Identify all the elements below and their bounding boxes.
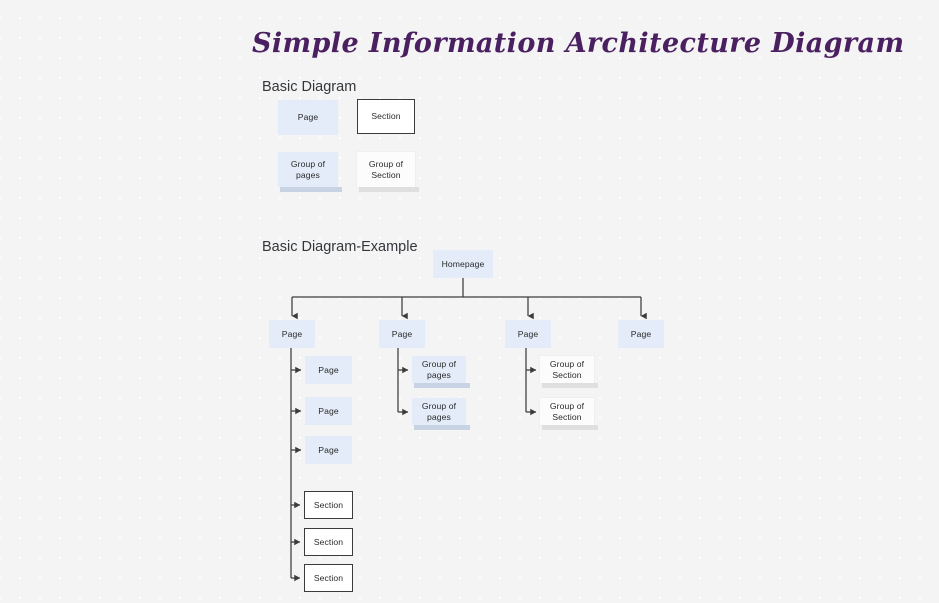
- node-column1-section-1[interactable]: Section: [304, 491, 353, 519]
- node-column1-page-3[interactable]: Page: [305, 436, 352, 464]
- node-column1-page-1[interactable]: Page: [305, 356, 352, 384]
- legend-node-group-of-section[interactable]: Group of Section: [357, 152, 419, 192]
- node-column1-section-3-label: Section: [313, 572, 344, 583]
- node-column2-group-of-pages-2-label: Group of pages: [421, 400, 457, 422]
- node-column1-page-1-label: Page: [318, 364, 339, 375]
- node-column1-page-2-label: Page: [318, 405, 339, 416]
- node-level1-page-3[interactable]: Page: [505, 320, 551, 348]
- legend-node-group-of-pages-label: Group of pages: [290, 158, 326, 180]
- legend-node-section-label: Section: [371, 111, 401, 121]
- node-column1-section-2[interactable]: Section: [304, 528, 353, 556]
- page-title: Simple Information Architecture Diagram: [252, 28, 905, 59]
- node-level1-page-4[interactable]: Page: [618, 320, 664, 348]
- node-column3-group-of-section-1[interactable]: Group of Section: [540, 356, 598, 388]
- node-column1-section-1-label: Section: [313, 499, 344, 510]
- legend-node-section[interactable]: Section: [357, 99, 415, 134]
- node-level1-page-3-label: Page: [517, 328, 539, 339]
- node-column1-page-2[interactable]: Page: [305, 397, 352, 425]
- legend-node-group-of-pages[interactable]: Group of pages: [278, 152, 342, 192]
- legend-node-group-of-section-label: Group of Section: [368, 158, 404, 180]
- node-level1-page-1-label: Page: [281, 328, 303, 339]
- node-column3-group-of-section-2-label: Group of Section: [549, 400, 585, 422]
- legend-node-page[interactable]: Page: [278, 100, 338, 135]
- node-column1-section-3[interactable]: Section: [304, 564, 353, 592]
- node-column1-section-2-label: Section: [313, 536, 344, 547]
- node-column3-group-of-section-2[interactable]: Group of Section: [540, 398, 598, 430]
- section-heading-basic-diagram-example: Basic Diagram-Example: [262, 239, 418, 255]
- node-level1-page-2[interactable]: Page: [379, 320, 425, 348]
- node-column2-group-of-pages-1[interactable]: Group of pages: [412, 356, 470, 388]
- node-level1-page-1[interactable]: Page: [269, 320, 315, 348]
- node-column3-group-of-section-1-label: Group of Section: [549, 358, 585, 380]
- node-homepage-label: Homepage: [441, 258, 485, 269]
- node-homepage[interactable]: Homepage: [433, 250, 493, 278]
- node-level1-page-4-label: Page: [630, 328, 652, 339]
- legend-node-page-label: Page: [297, 112, 319, 122]
- node-level1-page-2-label: Page: [391, 328, 413, 339]
- section-heading-basic-diagram: Basic Diagram: [262, 79, 357, 95]
- node-column1-page-3-label: Page: [318, 444, 339, 455]
- node-column2-group-of-pages-1-label: Group of pages: [421, 358, 457, 380]
- node-column2-group-of-pages-2[interactable]: Group of pages: [412, 398, 470, 430]
